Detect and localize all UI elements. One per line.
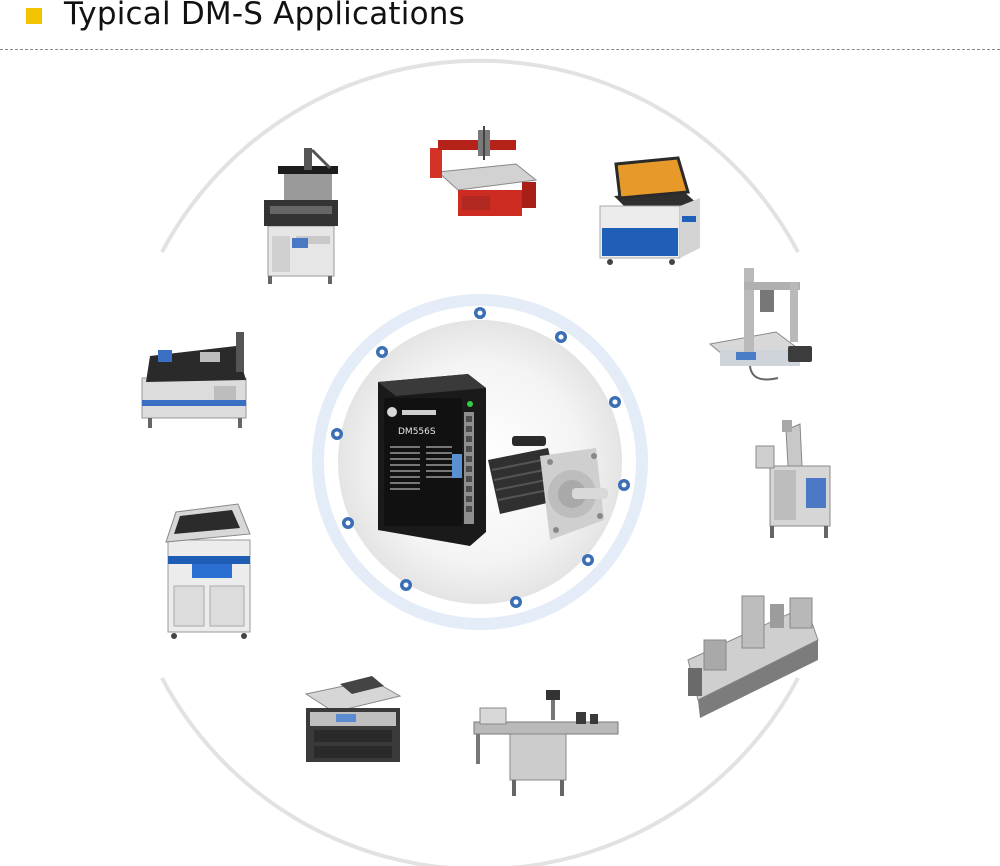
orbit-dot bbox=[510, 596, 522, 608]
orbit-dot bbox=[376, 346, 388, 358]
center-ring-outer bbox=[312, 294, 648, 630]
blister-packing-line-icon bbox=[687, 595, 819, 718]
laser-engraver-icon bbox=[599, 156, 700, 265]
orbit-dot bbox=[342, 517, 354, 529]
medical-analyzer-icon bbox=[165, 503, 251, 639]
section-header: Typical DM-S Applications bbox=[0, 0, 1000, 50]
dispensing-robot-icon bbox=[708, 268, 812, 381]
orbit-dot bbox=[400, 579, 412, 591]
driver-brand-label: DM556S bbox=[398, 427, 436, 437]
orbit-dots bbox=[331, 307, 630, 608]
solder-paste-printer-icon bbox=[264, 148, 338, 284]
labeling-machine-icon bbox=[473, 690, 619, 796]
pick-and-place-machine-icon bbox=[141, 332, 247, 428]
orbit-dot bbox=[474, 307, 486, 319]
orbit-dot bbox=[555, 331, 567, 343]
orbit-dot bbox=[618, 479, 630, 491]
outer-ring bbox=[160, 58, 800, 866]
section-title: Typical DM-S Applications bbox=[64, 0, 465, 32]
powder-packing-machine-icon bbox=[755, 420, 831, 538]
stepper-motor-icon bbox=[488, 436, 608, 540]
title-bullet-icon bbox=[26, 8, 42, 24]
multifunction-printer-icon bbox=[304, 676, 402, 762]
orbit-dot bbox=[582, 554, 594, 566]
stepper-driver-icon: DM556S bbox=[378, 374, 486, 546]
orbit-dot bbox=[609, 396, 621, 408]
cnc-router-icon bbox=[430, 126, 538, 216]
orbit-dot bbox=[331, 428, 343, 440]
dashed-divider bbox=[0, 49, 1000, 50]
